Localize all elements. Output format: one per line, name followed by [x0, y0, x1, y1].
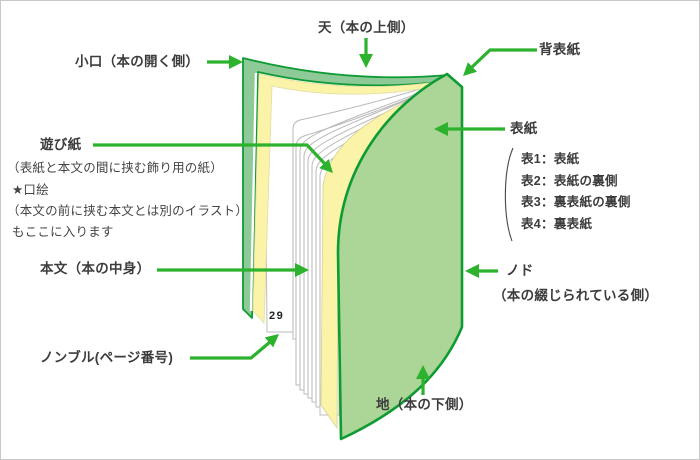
- label-spine: 背表紙: [539, 42, 581, 57]
- flyleaf-desc-line-1: （表紙と本文の間に挟む飾り用の紙）: [7, 161, 223, 175]
- callout-arrowheads: [229, 54, 479, 379]
- spine-arrow: [468, 48, 537, 71]
- cover-list-item-4: 表4：裏表紙: [521, 216, 593, 231]
- label-body-text: 本文（本の中身）: [40, 261, 151, 276]
- pagenum-arrow: [190, 340, 272, 360]
- label-bottom-edge: 地（本の下側）: [376, 397, 473, 412]
- cover-list-bracket: [504, 147, 514, 242]
- label-fore-edge: 小口（本の開く側）: [75, 54, 200, 69]
- callout-arrows: [93, 38, 537, 395]
- flyleaf-desc-line-3: （本文の前に挟む本文とは別のイラスト）: [7, 204, 249, 218]
- label-page-number: ノンブル(ページ番号): [40, 350, 174, 365]
- page-number-29: 29: [269, 310, 285, 322]
- cover-list-item-2: 表2：表紙の裏側: [521, 173, 618, 188]
- cover-list-item-3: 表3：裏表紙の裏側: [521, 195, 631, 209]
- flyleaf-desc-line-2: ★口絵: [12, 183, 49, 197]
- flyleaf-arrow: [93, 143, 327, 166]
- label-gutter: ノド: [506, 263, 534, 278]
- label-top-edge: 天（本の上側）: [318, 20, 415, 35]
- label-flyleaf: 遊び紙: [40, 137, 82, 152]
- label-gutter-desc: （本の綴じられている側）: [493, 288, 659, 303]
- cover-list-item-1: 表1：表紙: [521, 152, 580, 166]
- flyleaf-desc-line-4: もここに入ります: [12, 225, 114, 239]
- label-cover: 表紙: [510, 121, 538, 136]
- cover-sides-list: 表1：表紙 表2：表紙の裏側 表3：裏表紙の裏側 表4：裏表紙: [521, 148, 631, 234]
- back-cover-panel: [336, 72, 464, 441]
